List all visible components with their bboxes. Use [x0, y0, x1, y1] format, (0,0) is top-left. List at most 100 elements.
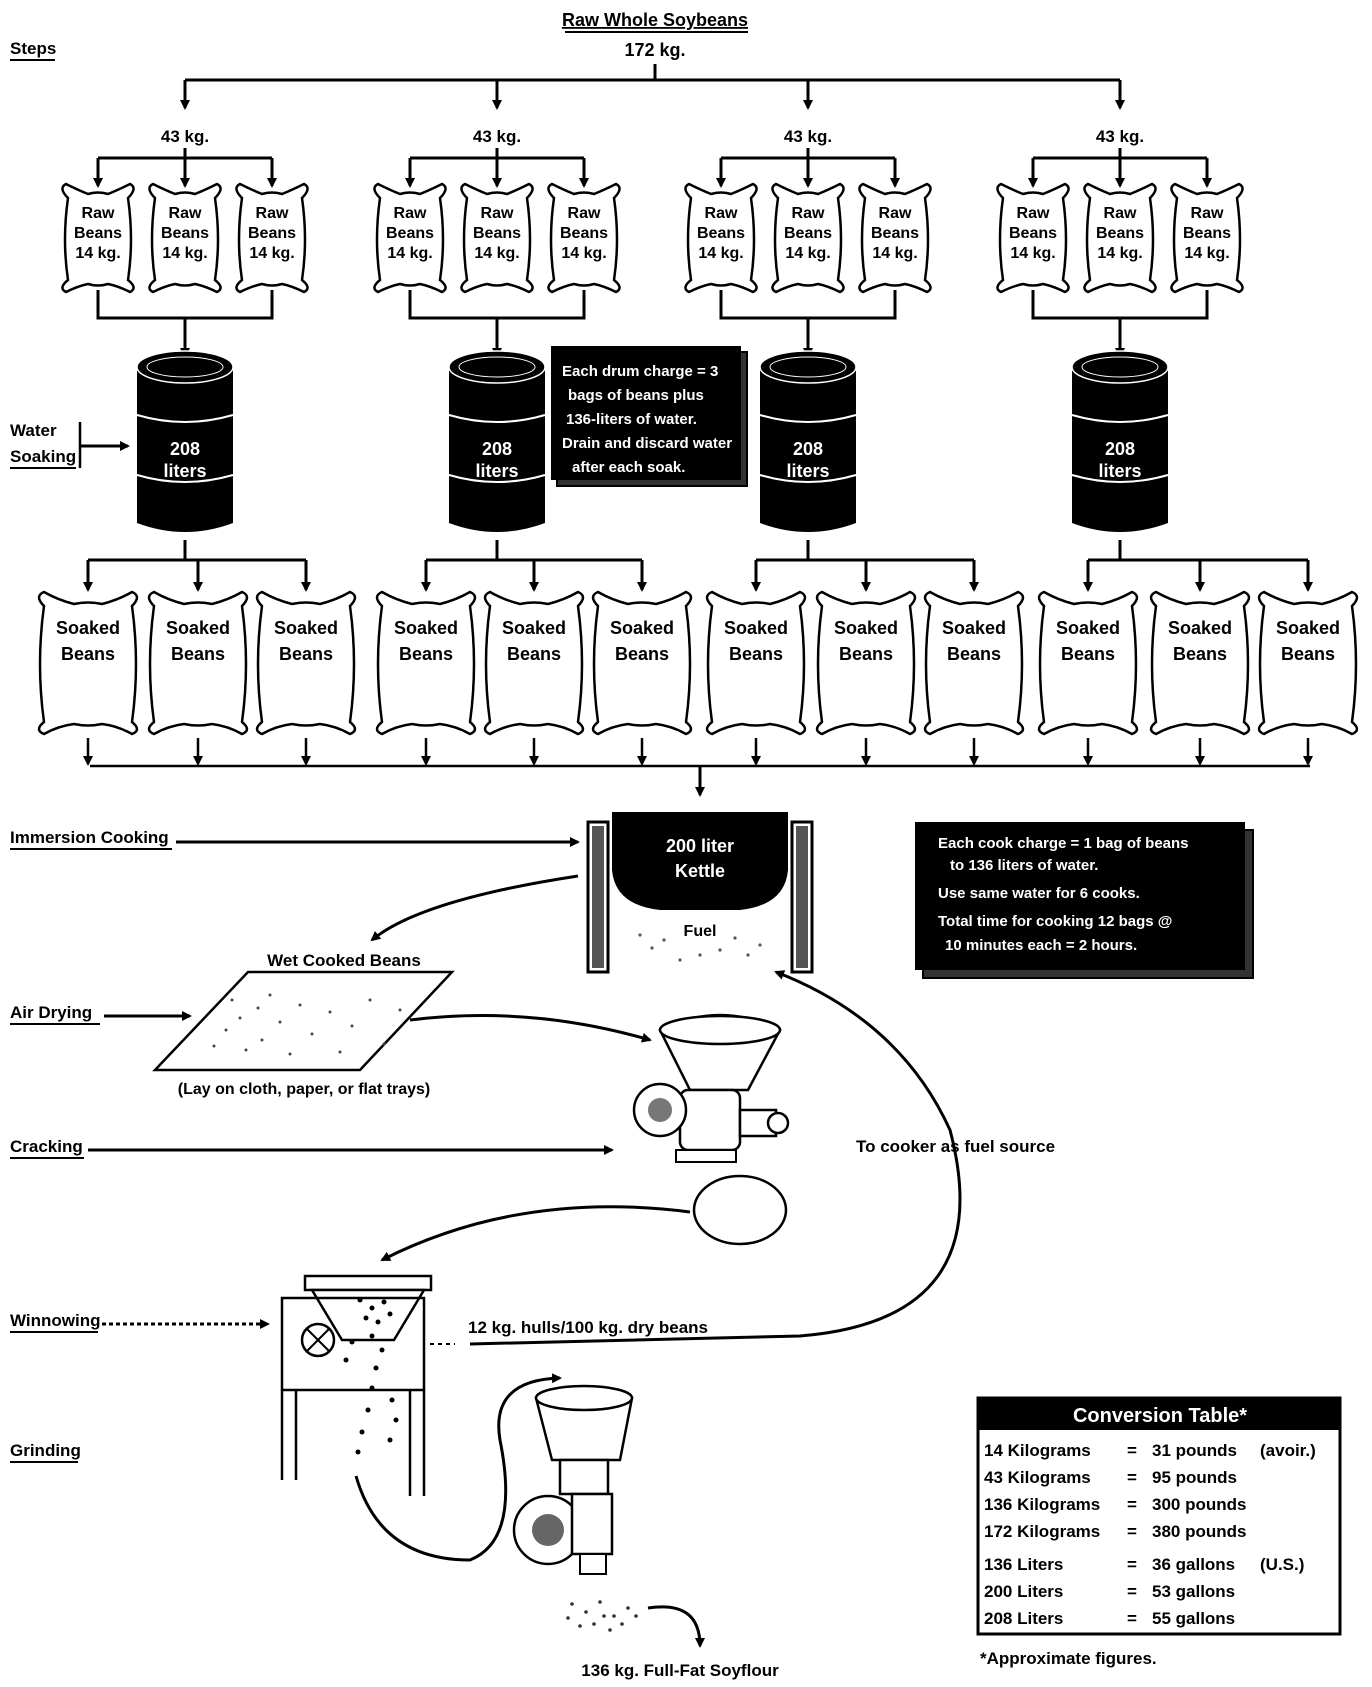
drum-label-2: liters [786, 461, 829, 481]
drum-note-box: Each drum charge = 3 bags of beans plus … [551, 346, 748, 487]
conversion-row: 43 Kilograms=95 pounds [984, 1468, 1237, 1487]
cook-note-line-3: Use same water for 6 cooks. [938, 885, 1140, 902]
step-water-soaking-line1: Water [10, 421, 57, 440]
kettle: 200 liter Kettle Fuel [586, 812, 814, 974]
cook-note-line-5: 10 minutes each = 2 hours. [945, 937, 1137, 954]
step-winnowing: Winnowing [10, 1311, 101, 1330]
group-qty: 43 kg. [784, 127, 832, 146]
cook-note-line-2: to 136 liters of water. [950, 857, 1098, 874]
raw-bag-line3: 14 kg. [162, 245, 207, 262]
raw-bag-line2: Beans [161, 225, 209, 242]
step-water-soaking-line2: Soaking [10, 447, 76, 466]
raw-bag-line1: Raw [1017, 205, 1050, 222]
conversion-from: 43 Kilograms [984, 1468, 1091, 1487]
raw-bag-line3: 14 kg. [1010, 245, 1055, 262]
conversion-from: 172 Kilograms [984, 1522, 1100, 1541]
raw-bag-line2: Beans [1183, 225, 1231, 242]
soaked-bag-line2: Beans [507, 644, 561, 664]
conversion-from: 200 Liters [984, 1582, 1063, 1601]
raw-bag-line1: Raw [169, 205, 202, 222]
raw-bag-line2: Beans [871, 225, 919, 242]
grinder [512, 1384, 638, 1632]
raw-bag-line3: 14 kg. [474, 245, 519, 262]
raw-bag-line1: Raw [792, 205, 825, 222]
group-qty: 43 kg. [161, 127, 209, 146]
conversion-equals: = [1127, 1582, 1137, 1601]
conversion-from: 14 Kilograms [984, 1441, 1091, 1460]
top-title: Raw Whole Soybeans [562, 10, 748, 30]
conversion-to: 36 gallons [1152, 1555, 1235, 1574]
raw-bag-line2: Beans [1096, 225, 1144, 242]
conversion-to: 300 pounds [1152, 1495, 1246, 1514]
drum-label-2: liters [163, 461, 206, 481]
hulls-to-cooker-arrow [469, 970, 962, 1346]
steps-label: Steps [10, 39, 56, 58]
soaked-bag-line1: Soaked [394, 618, 458, 638]
raw-bag-line3: 14 kg. [75, 245, 120, 262]
winnower-to-grinder-arrow [354, 1373, 562, 1562]
raw-bag-line1: Raw [1191, 205, 1224, 222]
soaked-bag-line2: Beans [615, 644, 669, 664]
cracking-mill [632, 1013, 790, 1246]
step-immersion-cooking: Immersion Cooking [10, 828, 169, 847]
conversion-footnote: *Approximate figures. [980, 1649, 1157, 1668]
soaked-bag-line2: Beans [729, 644, 783, 664]
soaked-bag-line2: Beans [171, 644, 225, 664]
raw-bag-line3: 14 kg. [872, 245, 917, 262]
drying-tray [152, 970, 455, 1072]
raw-bag-line2: Beans [697, 225, 745, 242]
conversion-from: 136 Kilograms [984, 1495, 1100, 1514]
collection-lines [90, 764, 1310, 797]
top-qty: 172 kg. [624, 40, 685, 60]
soaked-bag-line2: Beans [399, 644, 453, 664]
winnower [280, 1274, 455, 1496]
raw-bag-line2: Beans [74, 225, 122, 242]
conversion-to: 55 gallons [1152, 1609, 1235, 1628]
raw-bag-line1: Raw [1104, 205, 1137, 222]
raw-bag-line1: Raw [568, 205, 601, 222]
conversion-equals: = [1127, 1468, 1137, 1487]
raw-bag-line1: Raw [481, 205, 514, 222]
kettle-label-2: Kettle [675, 861, 725, 881]
conversion-equals: = [1127, 1555, 1137, 1574]
to-cooker-label: To cooker as fuel source [856, 1137, 1055, 1156]
soaked-bag-line2: Beans [1281, 644, 1335, 664]
soaked-bag-line1: Soaked [1056, 618, 1120, 638]
step-grinding: Grinding [10, 1441, 81, 1460]
conversion-from: 208 Liters [984, 1609, 1063, 1628]
lay-note: (Lay on cloth, paper, or flat trays) [178, 1081, 431, 1098]
raw-bag-line1: Raw [394, 205, 427, 222]
raw-bag-line2: Beans [1009, 225, 1057, 242]
kettle-label-1: 200 liter [666, 836, 734, 856]
raw-bag-line2: Beans [560, 225, 608, 242]
raw-bag-line3: 14 kg. [698, 245, 743, 262]
conversion-equals: = [1127, 1441, 1137, 1460]
soaked-bag-line1: Soaked [56, 618, 120, 638]
drum-label-2: liters [1098, 461, 1141, 481]
conversion-equals: = [1127, 1522, 1137, 1541]
raw-bag-line3: 14 kg. [1097, 245, 1142, 262]
soaked-bag-line2: Beans [839, 644, 893, 664]
conversion-row: 200 Liters=53 gallons [984, 1582, 1235, 1601]
raw-bag-line2: Beans [248, 225, 296, 242]
drum-note-line-1: Each drum charge = 3 [562, 363, 718, 380]
raw-bag-line3: 14 kg. [561, 245, 606, 262]
wet-cooked-beans-label: Wet Cooked Beans [267, 951, 421, 970]
hulls-label: 12 kg. hulls/100 kg. dry beans [468, 1318, 708, 1337]
